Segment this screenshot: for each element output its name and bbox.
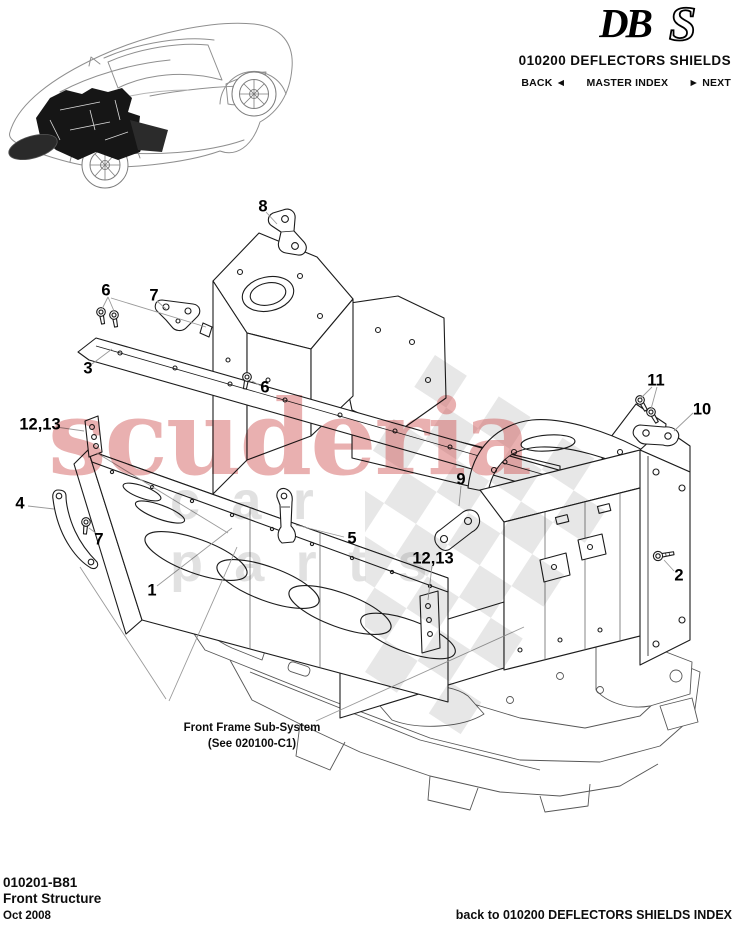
dbs-logo: DB S — [599, 4, 697, 44]
logo-s-text: S — [669, 4, 696, 44]
front-panel — [73, 449, 456, 703]
subframe-note: Front Frame Sub-System (See 020100-C1) — [184, 721, 321, 752]
back-arrow-icon[interactable]: ◄ — [555, 77, 567, 89]
nav-next-link[interactable]: NEXT — [702, 77, 731, 89]
subframe-note-line1: Front Frame Sub-System — [183, 722, 321, 734]
header-nav: BACK ◄ MASTER INDEX ► NEXT — [519, 77, 731, 89]
back-to-index-link[interactable]: back to 010200 DEFLECTORS SHIELDS INDEX — [455, 908, 732, 922]
page-title: 010200 DEFLECTORS SHIELDS — [518, 53, 731, 68]
page-header: DB S 010200 DEFLECTORS SHIELDS BACK ◄ MA… — [519, 4, 731, 89]
doc-code: 010201-B81 — [3, 875, 78, 890]
nav-master-index-link[interactable]: MASTER INDEX — [586, 77, 669, 89]
subframe-note-line2: (See 020100-C1) — [207, 737, 297, 750]
exploded-diagram — [27, 208, 701, 813]
doc-date: Oct 2008 — [3, 910, 51, 922]
car-location-thumbnail — [8, 22, 293, 189]
small-parts — [52, 208, 680, 570]
nav-back-link[interactable]: BACK — [521, 77, 553, 89]
logo-db-text: DB — [599, 4, 652, 44]
footer-info: 010201-B81 Front Structure Oct 2008 — [3, 875, 101, 924]
highlighted-front-structure — [8, 88, 168, 161]
next-arrow-icon[interactable]: ► — [688, 77, 700, 89]
doc-title: Front Structure — [3, 891, 102, 906]
